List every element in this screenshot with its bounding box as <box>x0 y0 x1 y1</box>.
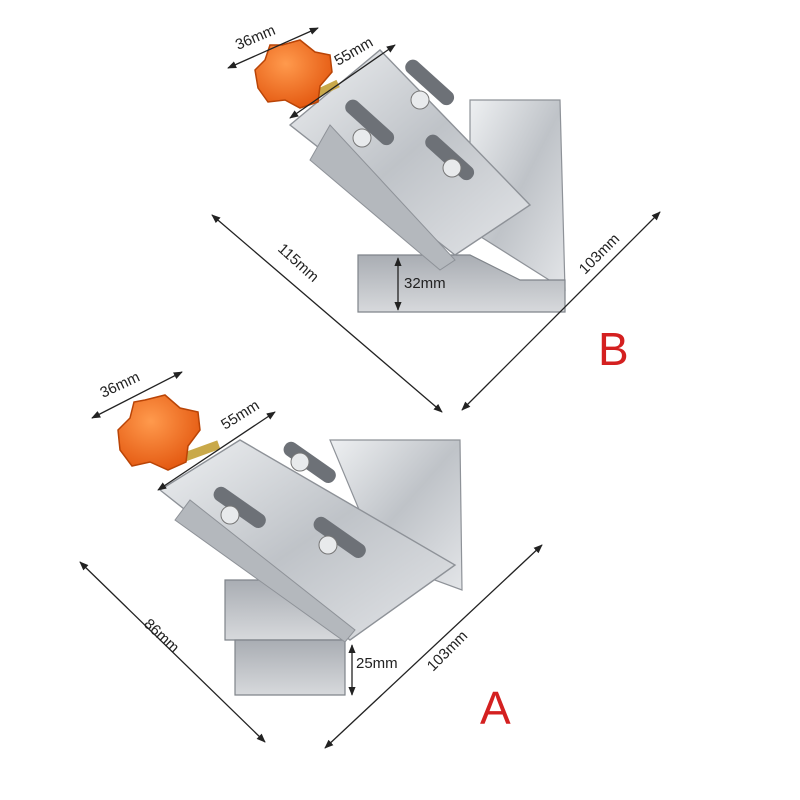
clamp-a-bottom-jaw <box>234 639 346 696</box>
clamp-b-slot <box>405 59 455 106</box>
b-knob-dim-line <box>227 27 319 69</box>
clamp-a-pin <box>290 452 310 472</box>
clamp-b-pin <box>442 158 462 178</box>
clamp-a-pin <box>220 505 240 525</box>
clamp-b-slot <box>425 134 475 181</box>
b-depth-dim-line <box>461 211 661 411</box>
a-depth-label: 103mm <box>424 627 471 674</box>
a-variant-letter: A <box>480 682 511 734</box>
clamp-b-pin <box>352 128 372 148</box>
a-length-dim-line <box>79 561 266 743</box>
dimension-lines <box>79 27 661 749</box>
clamp-a-pin <box>318 535 338 555</box>
a-plate-label: 55mm <box>218 397 262 434</box>
clamp-b-pin <box>410 90 430 110</box>
b-length-dim-line <box>211 214 443 413</box>
b-plate-dim-line <box>289 44 396 119</box>
b-depth-label: 103mm <box>576 230 623 277</box>
b-variant-letter: B <box>598 323 629 375</box>
a-length-label: 86mm <box>140 615 182 656</box>
a-knob-label: 36mm <box>98 369 143 402</box>
a-knob-dim-line <box>91 371 183 419</box>
a-depth-dim-line <box>324 544 543 749</box>
clamp-a-slot <box>283 441 336 484</box>
clamp-a-slot <box>213 486 266 529</box>
a-plate-dim-line <box>157 411 276 491</box>
a-height-label: 25mm <box>356 655 398 672</box>
b-height-label: 32mm <box>404 275 446 292</box>
b-length-label: 115mm <box>274 240 322 285</box>
